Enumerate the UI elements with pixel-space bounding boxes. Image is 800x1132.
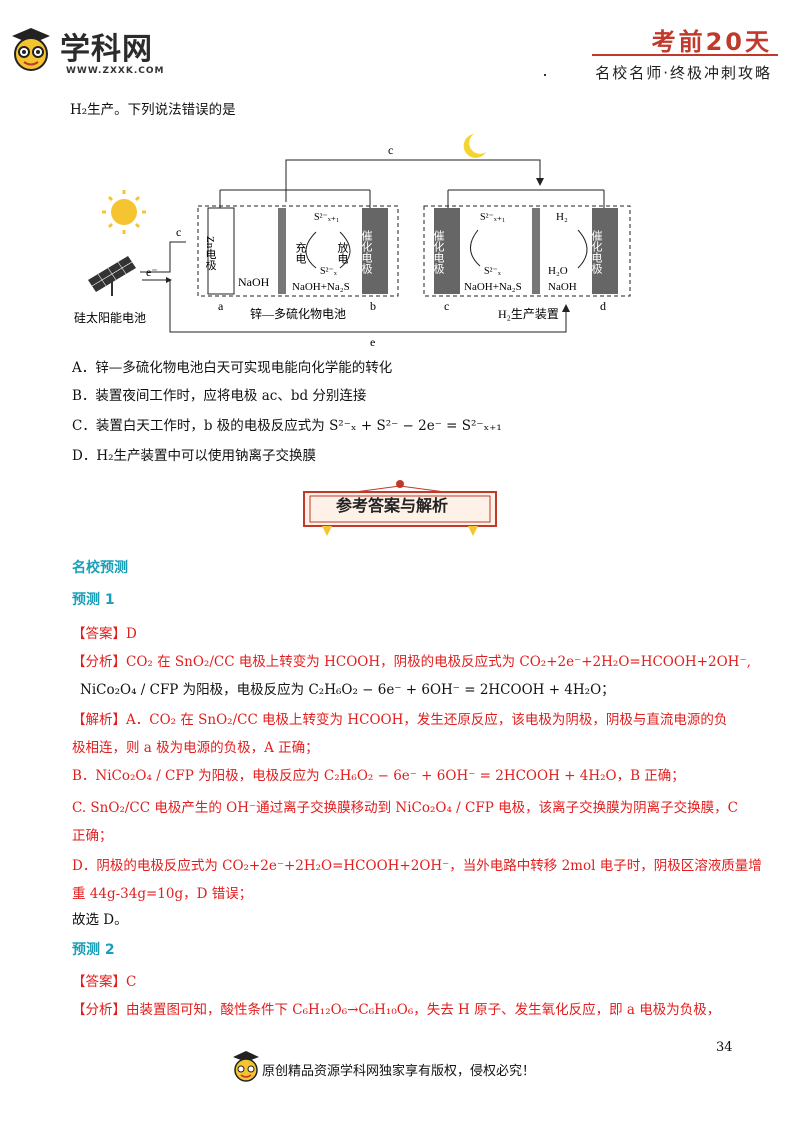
q1-conclusion: 故选 D。 bbox=[72, 912, 128, 928]
q1-explain-b: B．NiCo₂O₄ / CFP 为阳极，电极反应为 C₂H₆O₂ − 6e⁻ +… bbox=[72, 768, 685, 784]
q1-analysis-2: NiCo₂O₄ / CFP 为阳极，电极反应为 C₂H₆O₂ − 6e⁻ + 6… bbox=[80, 682, 615, 698]
solar-panel-icon bbox=[88, 256, 136, 296]
top-wire-label: c bbox=[388, 143, 393, 157]
header-subtitle: 名校名师·终极冲刺攻略 bbox=[595, 64, 772, 82]
cat-electrode-c: 催化电极 bbox=[432, 229, 445, 275]
q2-analysis-1: 【分析】由装置图可知，酸性条件下 C₆H₁₂O₆→C₆H₁₀O₆，失去 H 原子… bbox=[72, 1000, 720, 1020]
battery-caption: 锌—多硫化物电池 bbox=[250, 306, 346, 321]
option-c-formula: S²⁻ₓ + S²⁻ − 2e⁻ = S²⁻ₓ₊₁ bbox=[329, 418, 502, 434]
q1-explain-d1: D．阴极的电极反应式为 CO₂+2e⁻+2H₂O=HCOOH+2OH⁻，当外电路… bbox=[72, 858, 762, 874]
zn-electrode: Zn电极 bbox=[204, 236, 217, 271]
footer-face-icon bbox=[233, 1051, 259, 1082]
header-dot bbox=[544, 74, 546, 76]
left-wire-label: c bbox=[176, 225, 181, 239]
letter-a: a bbox=[218, 299, 224, 313]
letter-d: d bbox=[600, 299, 606, 313]
q1-answer: 【答案】D bbox=[72, 624, 137, 644]
letter-c: c bbox=[444, 299, 449, 313]
q1-analysis-text-1: CO₂ 在 SnO₂/CC 电极上转变为 HCOOH，阴极的电极反应式为 CO₂… bbox=[126, 654, 751, 670]
answer-banner bbox=[303, 480, 497, 536]
h2-caption: H₂生产装置 bbox=[498, 307, 559, 321]
bottom-wire-label: e bbox=[370, 335, 375, 349]
header-title: 考前20天 bbox=[651, 28, 772, 56]
q2-answer: 【答案】C bbox=[72, 972, 136, 992]
logo-url: WWW.ZXXK.COM bbox=[66, 66, 165, 76]
section-title: 名校预测 bbox=[72, 560, 128, 576]
q1-explain-c2: 正确； bbox=[72, 828, 113, 844]
discharge-label: 放电 bbox=[336, 241, 349, 264]
q1-analysis-tag: 【分析】 bbox=[72, 654, 126, 670]
logo-face-icon bbox=[12, 28, 50, 71]
sx1-right: S²⁻ₓ₊₁ bbox=[480, 212, 506, 223]
q1-title: 预测 1 bbox=[72, 592, 115, 608]
h2-label: H₂ bbox=[556, 211, 568, 223]
sx-label: S²⁻ₓ bbox=[320, 266, 337, 277]
cat-electrode-d: 催化电极 bbox=[590, 229, 603, 275]
charge-label: 充电 bbox=[294, 241, 307, 264]
option-c-text: C．装置白天工作时，b 极的电极反应式为 bbox=[72, 418, 325, 434]
sun-icon bbox=[102, 190, 146, 234]
q2-title: 预测 2 bbox=[72, 942, 115, 958]
header-divider bbox=[592, 54, 778, 56]
naoh-na2s-right: NaOH+Na₂S bbox=[464, 281, 522, 293]
option-b: B．装置夜间工作时，应将电极 ac、bd 分别连接 bbox=[72, 388, 367, 404]
q1-explain-tag: 【解析】 bbox=[72, 712, 126, 728]
q2-answer-value: C bbox=[126, 974, 137, 990]
sx-right: S²⁻ₓ bbox=[484, 266, 501, 277]
naoh-right: NaOH bbox=[548, 281, 577, 293]
letter-b: b bbox=[370, 299, 376, 313]
moon-icon bbox=[463, 134, 486, 158]
q2-answer-tag: 【答案】 bbox=[72, 974, 126, 990]
page-number: 34 bbox=[716, 1040, 733, 1055]
sx1-top: S²⁻ₓ₊₁ bbox=[314, 212, 340, 223]
q1-answer-tag: 【答案】 bbox=[72, 626, 126, 642]
footer-copyright: 原创精品资源学科网独家享有版权，侵权必究！ bbox=[262, 1064, 536, 1079]
q1-explain-a1: 【解析】A．CO₂ 在 SnO₂/CC 电极上转变为 HCOOH，发生还原反应，… bbox=[72, 710, 727, 730]
banner-text: 参考答案与解析 bbox=[336, 496, 449, 515]
q2-analysis-tag: 【分析】 bbox=[72, 1002, 126, 1018]
logo: 学科网 WWW.ZXXK.COM bbox=[10, 22, 180, 78]
solar-label: 硅太阳能电池 bbox=[74, 310, 146, 325]
naoh-left: NaOH bbox=[238, 275, 270, 289]
option-d: D．H₂生产装置中可以使用钠离子交换膜 bbox=[72, 448, 317, 464]
q1-explain-a2: 极相连，则 a 极为电源的负极，A 正确； bbox=[72, 740, 319, 756]
option-a: A．锌—多硫化物电池白天可实现电能向化学能的转化 bbox=[72, 360, 393, 376]
q1-explain-a1-text: A．CO₂ 在 SnO₂/CC 电极上转变为 HCOOH，发生还原反应，该电极为… bbox=[126, 712, 728, 728]
q1-answer-value: D bbox=[126, 626, 137, 642]
q1-analysis-1: 【分析】CO₂ 在 SnO₂/CC 电极上转变为 HCOOH，阴极的电极反应式为… bbox=[72, 652, 751, 672]
q1-explain-c1: C. SnO₂/CC 电极产生的 OH⁻通过离子交换膜移动到 NiCo₂O₄ /… bbox=[72, 800, 738, 816]
q1-explain-d2: 重 44g-34g=10g，D 错误； bbox=[72, 886, 253, 902]
naoh-na2s-left: NaOH+Na₂S bbox=[292, 281, 350, 293]
h2o-label: H₂O bbox=[548, 265, 568, 277]
question-tail: H₂生产。下列说法错误的是 bbox=[70, 102, 236, 118]
electrochem-diagram: c 硅太阳能电池 e⁻ c e Zn电极 NaOH S²⁻ₓ₊₁ 充电 bbox=[74, 134, 631, 349]
cat-electrode-b: 催化电极 bbox=[360, 229, 373, 275]
q2-analysis-text-1: 由装置图可知，酸性条件下 C₆H₁₂O₆→C₆H₁₀O₆，失去 H 原子、发生氧… bbox=[126, 1002, 721, 1018]
option-c: C．装置白天工作时，b 极的电极反应式为 S²⁻ₓ + S²⁻ − 2e⁻ = … bbox=[72, 416, 502, 436]
logo-text: 学科网 bbox=[60, 32, 153, 67]
